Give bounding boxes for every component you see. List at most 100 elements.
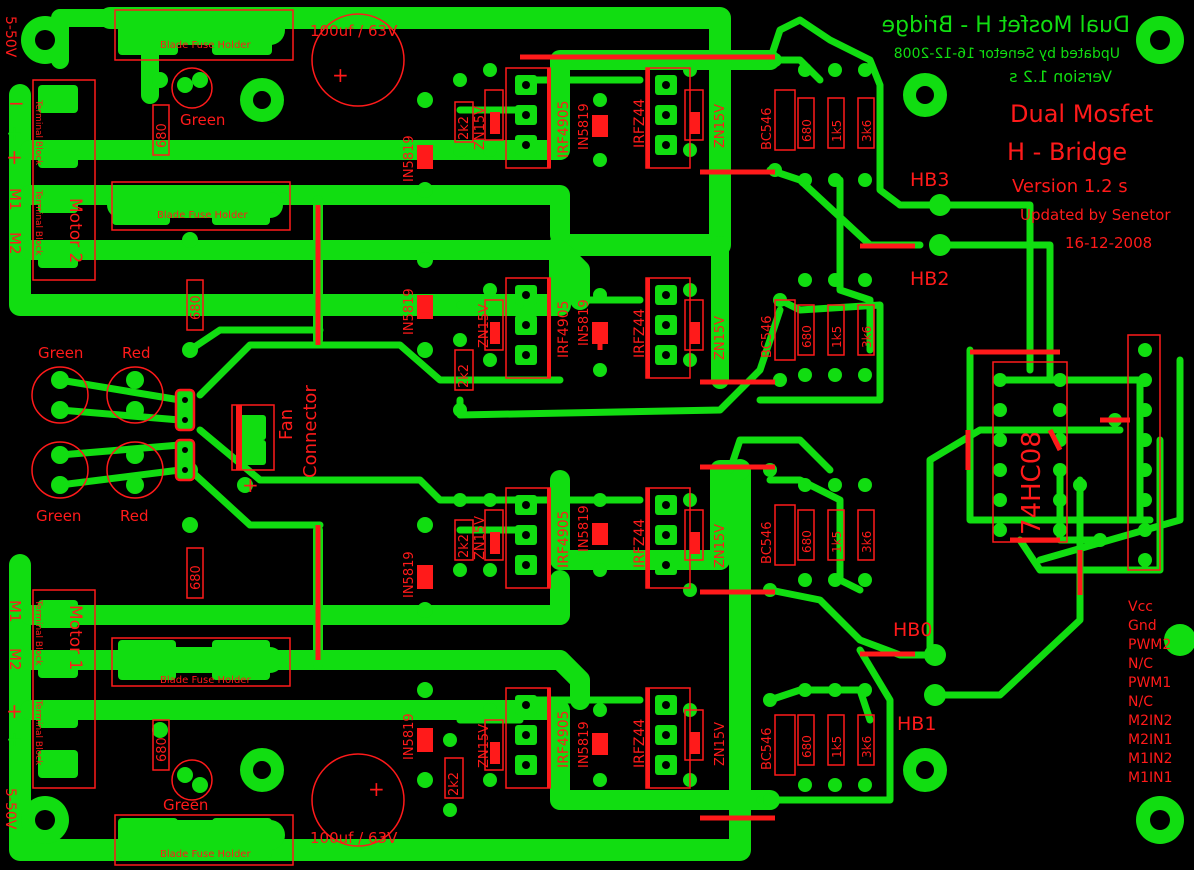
bjt-label: BC546 — [760, 727, 775, 770]
pfet-label: IRF4905 — [556, 710, 572, 768]
resistor-2k2: 2k2 — [457, 116, 472, 140]
terminal-label: Terminal Block — [33, 99, 43, 166]
zener-label: ZN15V — [477, 724, 492, 768]
diode-label: IN5819 — [402, 135, 417, 182]
pfet-label: IRF4905 — [556, 300, 572, 358]
test-point-hb0: HB0 — [893, 619, 932, 641]
test-point-hb3: HB3 — [910, 169, 949, 191]
title-updated: Updated by Senetor — [1020, 206, 1171, 224]
fuse-label: Blade Fuse Holder — [160, 40, 251, 51]
m2-label: M2 — [6, 232, 24, 255]
terminal-label: Terminal Block — [33, 599, 43, 666]
pin-label: PWM1 — [1128, 675, 1171, 691]
capacitor-plus-top: + — [332, 63, 349, 87]
nfet-label: IRFZ44 — [632, 99, 648, 148]
resistor-1k5: 1k5 — [830, 326, 844, 348]
resistor-3k6: 3k6 — [860, 120, 874, 142]
resistor-680: 680 — [800, 119, 814, 142]
fan-label-1: Fan — [276, 409, 297, 440]
supply-plus: + — [6, 699, 23, 723]
led-red-label: Red — [122, 344, 151, 362]
nfet-label: IRFZ44 — [632, 519, 648, 568]
zener-label: ZN15V — [713, 104, 728, 148]
supply-label: 5-50V — [2, 16, 18, 58]
diode-bodies — [236, 68, 700, 788]
title-line1: Dual Mosfet — [1010, 100, 1153, 128]
zener-label: ZN15V — [713, 722, 728, 766]
bjt-label: BC546 — [760, 521, 775, 564]
supply-plus: + — [6, 145, 23, 169]
resistor-680: 680 — [155, 737, 170, 762]
zener-label: ZN15V — [473, 516, 488, 560]
led-green-label: Green — [38, 344, 83, 362]
led-headers — [174, 388, 196, 482]
resistor-1k5: 1k5 — [830, 531, 844, 553]
fuse-label: Blade Fuse Holder — [157, 210, 248, 221]
title-date: 16-12-2008 — [1065, 234, 1152, 252]
copper-traces — [9, 7, 1184, 861]
zener-label: ZN15V — [473, 106, 488, 150]
zener-label: ZN15V — [713, 316, 728, 360]
jumpers — [315, 54, 1130, 821]
diode-label: IN5819 — [402, 288, 417, 335]
led-green-label: Green — [36, 507, 81, 525]
pin-label: PWM2 — [1128, 637, 1171, 653]
diode-label: IN5819 — [402, 713, 417, 760]
diode-label: IN5819 — [577, 103, 592, 150]
m1-label: M1 — [6, 188, 24, 211]
title-line2: H - Bridge — [1007, 138, 1127, 166]
pin-label: M2IN2 — [1128, 713, 1173, 729]
diode-label: IN5819 — [402, 551, 417, 598]
diode-label: IN5819 — [577, 721, 592, 768]
m1-label: M1 — [6, 600, 24, 623]
bjt-label: BC546 — [760, 107, 775, 150]
pin-label: N/C — [1128, 694, 1153, 710]
fan-label-2: Connector — [300, 385, 321, 478]
capacitor-plus-bottom: + — [368, 777, 385, 801]
supply-minus: − — [8, 91, 25, 115]
motor2-label: Motor 2 — [65, 198, 85, 263]
terminal-label: Terminal Block — [33, 189, 43, 256]
resistor-1k5: 1k5 — [830, 120, 844, 142]
pin-label: Vcc — [1128, 599, 1153, 615]
pin-label: M1IN1 — [1128, 770, 1173, 786]
diode-label: IN5819 — [577, 505, 592, 552]
mirrored-title: Dual Mosfet H - Bridge — [882, 13, 1130, 38]
mounting-holes — [21, 16, 1194, 844]
mirrored-updated: Updated by Senetor 16-12-2008 — [894, 46, 1120, 62]
pin-label: M1IN2 — [1128, 751, 1173, 767]
led-green-label: Green — [163, 796, 208, 814]
resistor-2k2: 2k2 — [457, 534, 472, 558]
zener-label: ZN15V — [477, 304, 492, 348]
nfet-label: IRFZ44 — [632, 719, 648, 768]
fan-plus: + — [242, 473, 259, 497]
motor1-label: Motor 1 — [65, 605, 85, 670]
resistor-2k2: 2k2 — [457, 364, 472, 388]
pin-label: M2IN1 — [1128, 732, 1173, 748]
test-point-hb1: HB1 — [897, 713, 936, 735]
header-pin-labels: Vcc Gnd PWM2 N/C PWM1 N/C M2IN2 M2IN1 M1… — [1128, 599, 1173, 786]
ic-label: 74HC08 — [1017, 431, 1047, 535]
resistor-680: 680 — [800, 735, 814, 758]
test-point-hb2: HB2 — [910, 268, 949, 290]
resistor-680: 680 — [800, 325, 814, 348]
pfet-label: IRF4905 — [556, 510, 572, 568]
resistor-680: 680 — [155, 123, 170, 148]
resistor-3k6: 3k6 — [860, 531, 874, 553]
bjt-label: BC546 — [760, 315, 775, 358]
pin-label: Gnd — [1128, 618, 1157, 634]
terminal-label: Terminal Block — [33, 699, 43, 766]
pfet-label: IRF4905 — [556, 100, 572, 158]
mirrored-version: Version 1.2 s — [1009, 67, 1112, 86]
resistor-680: 680 — [800, 530, 814, 553]
pin-label: N/C — [1128, 656, 1153, 672]
capacitor-label-bottom: 100uf / 63V — [310, 829, 398, 847]
pad-holes — [522, 81, 670, 769]
zener-label: ZN15V — [713, 524, 728, 568]
m2-label: M2 — [6, 648, 24, 671]
resistor-680: 680 — [189, 565, 204, 590]
nfet-label: IRFZ44 — [632, 309, 648, 358]
resistor-3k6: 3k6 — [860, 326, 874, 348]
resistor-680: 680 — [189, 295, 204, 320]
